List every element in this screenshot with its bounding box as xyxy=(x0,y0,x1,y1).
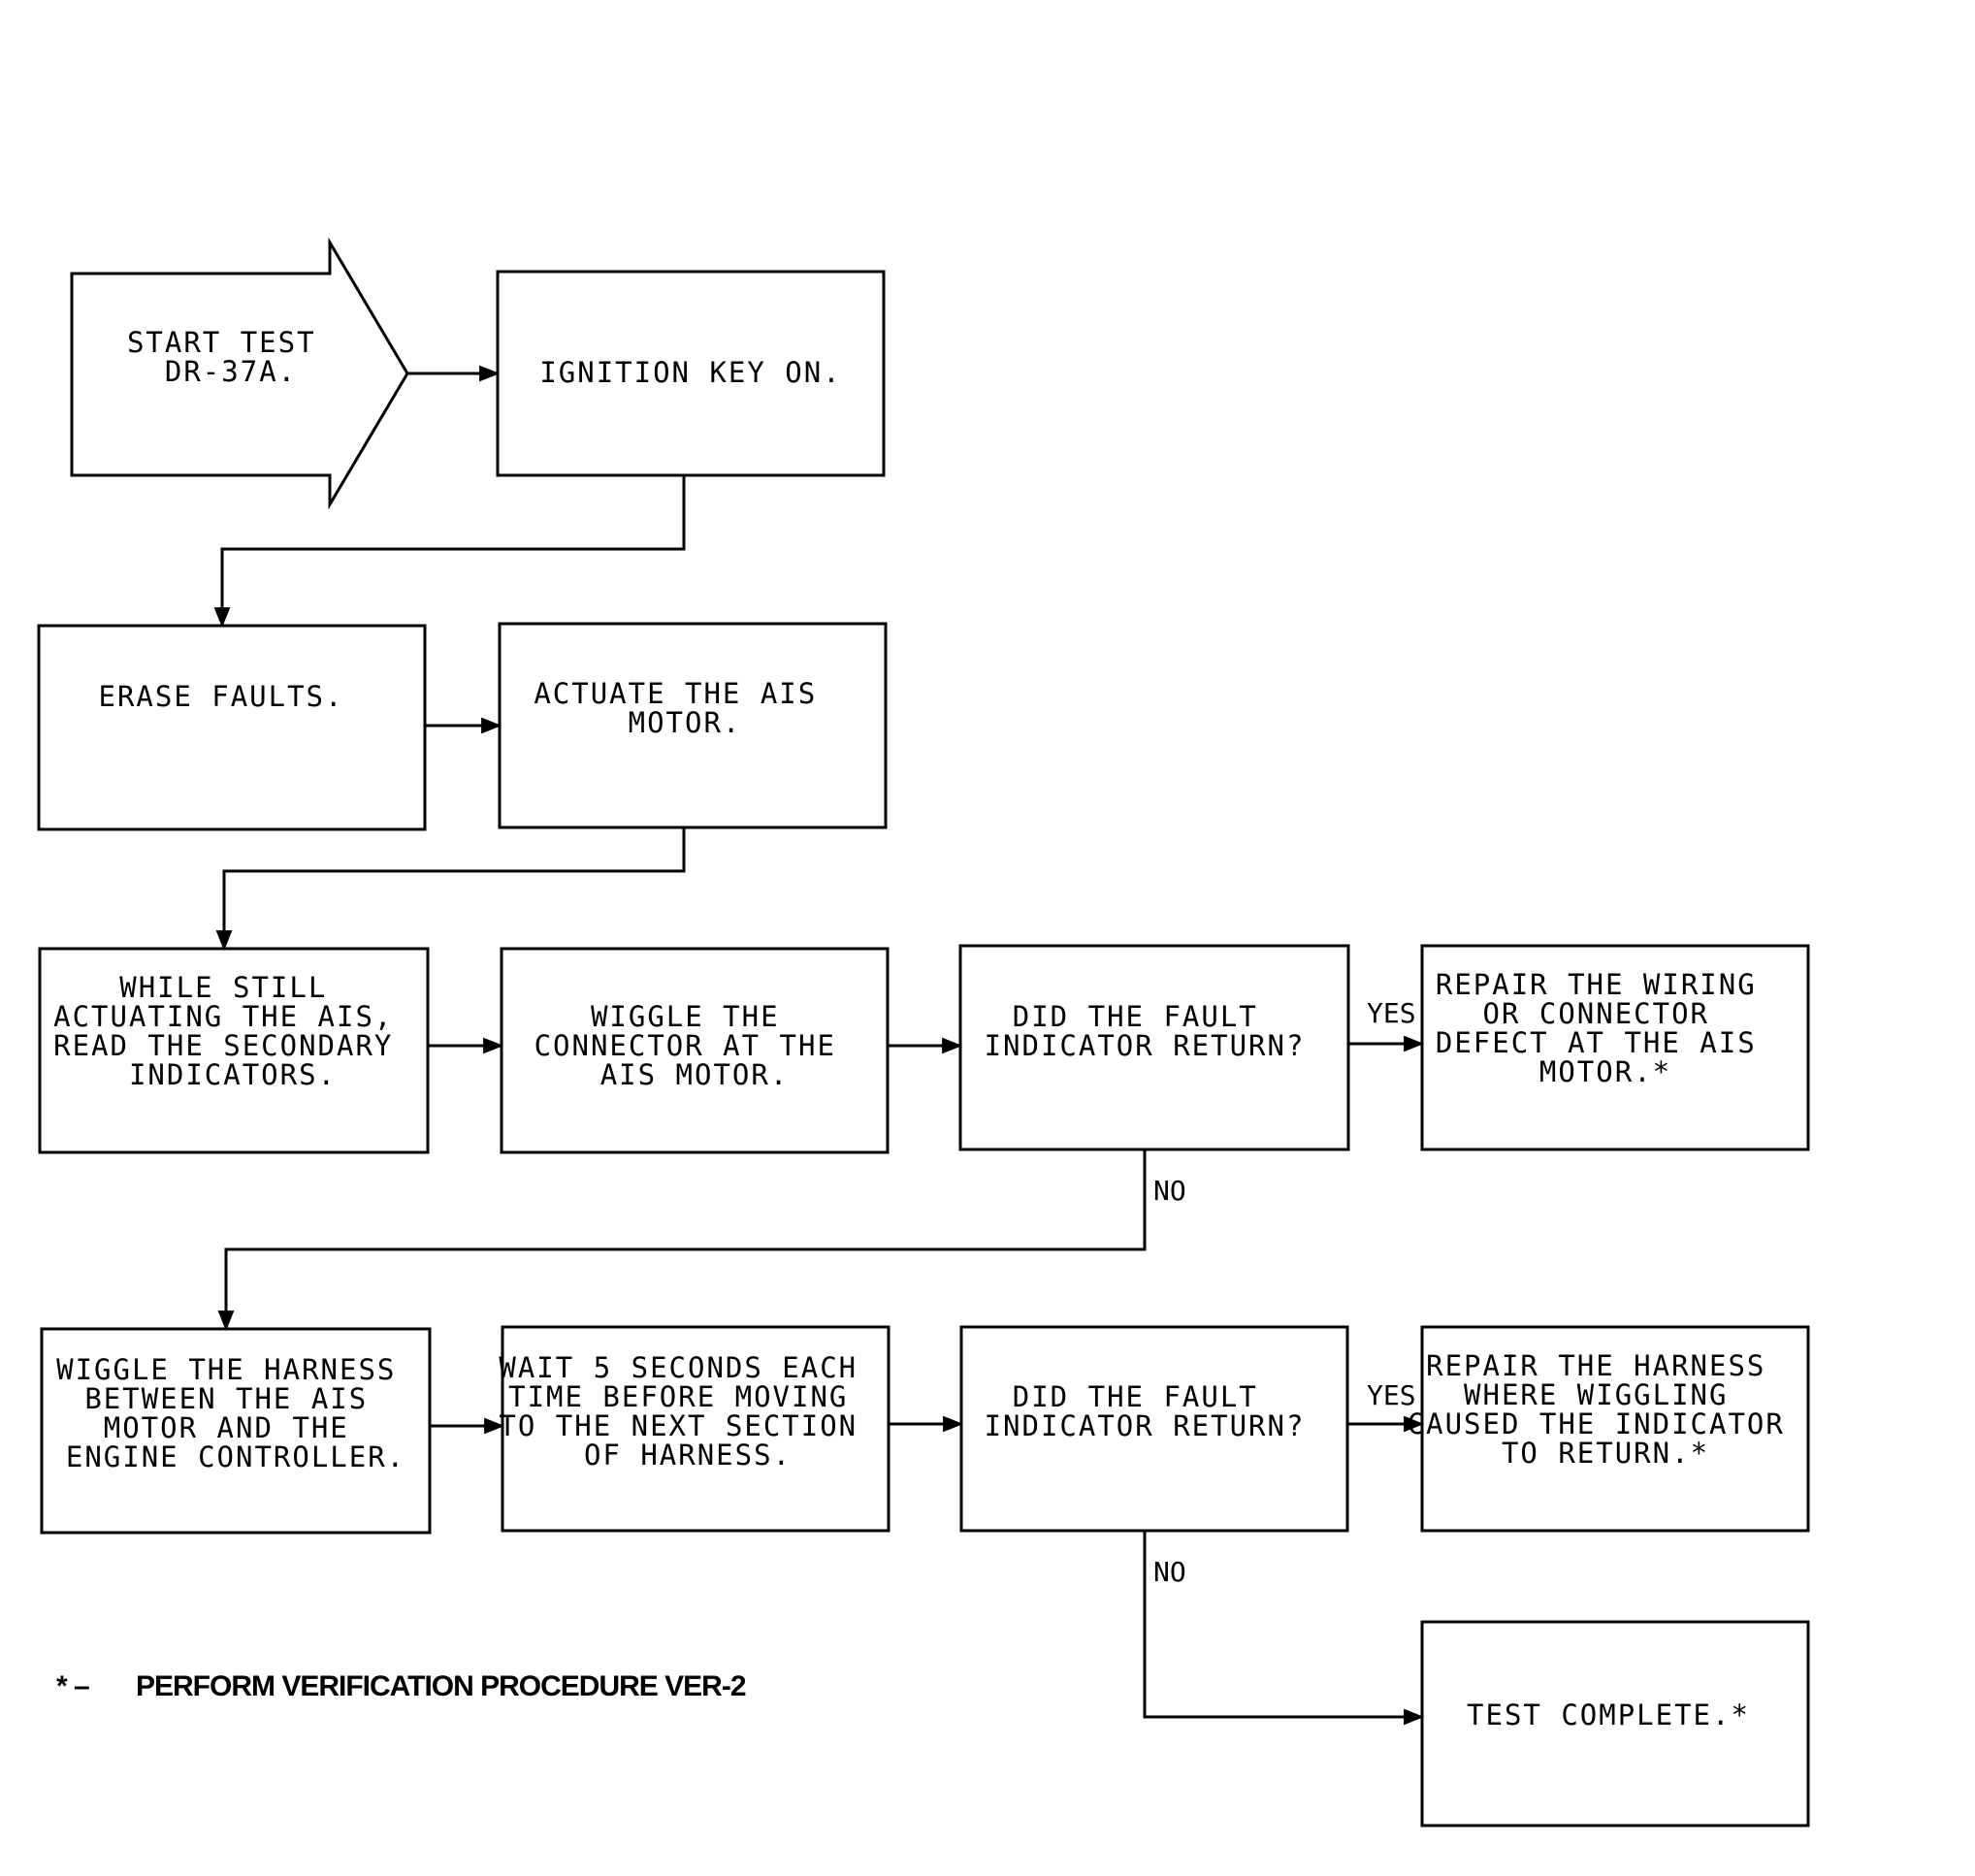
decision-1-no-label: NO xyxy=(1153,1175,1186,1207)
wiggle-harness-node: WIGGLE THE HARNESS BETWEEN THE AIS MOTOR… xyxy=(40,1327,432,1535)
ignition-node: IGNITION KEY ON. xyxy=(496,270,886,477)
erase-faults-node: ERASE FAULTS. xyxy=(37,624,427,831)
decision-2-yes-label: YES xyxy=(1367,1379,1416,1411)
wiggle-connector-node: WIGGLE THE CONNECTOR AT THE AIS MOTOR. xyxy=(500,947,890,1154)
test-complete-node: TEST COMPLETE.* xyxy=(1420,1620,1810,1827)
wiggle-connector-node-text: WIGGLE THE CONNECTOR AT THE AIS MOTOR. xyxy=(534,1000,856,1091)
actuate-ais-node: ACTUATE THE AIS MOTOR. xyxy=(498,622,888,829)
erase-faults-node-text: ERASE FAULTS. xyxy=(99,680,344,713)
repair-wiring-node: REPAIR THE WIRING OR CONNECTOR DEFECT AT… xyxy=(1420,944,1810,1151)
arrow-decision-1-no xyxy=(217,1149,1147,1332)
test-complete-node-text: TEST COMPLETE.* xyxy=(1467,1698,1750,1731)
decision-2-no-label: NO xyxy=(1153,1556,1186,1588)
footnote-text: PERFORM VERIFICATION PROCEDURE VER-2 xyxy=(136,1670,746,1702)
footnote-marker: * – xyxy=(56,1670,89,1702)
decision-1-node-text: DID THE FAULT INDICATOR RETURN? xyxy=(985,1000,1306,1062)
repair-harness-node-text: REPAIR THE HARNESS WHERE WIGGLING CAUSED… xyxy=(1408,1349,1804,1470)
actuate-ais-node-text: ACTUATE THE AIS MOTOR. xyxy=(534,677,835,739)
decision-1-node: DID THE FAULT INDICATOR RETURN? xyxy=(958,944,1350,1151)
read-secondary-node: WHILE STILL ACTUATING THE AIS, READ THE … xyxy=(38,947,430,1154)
arrow-decision-2-no xyxy=(1143,1531,1425,1726)
repair-harness-node: REPAIR THE HARNESS WHERE WIGGLING CAUSED… xyxy=(1408,1325,1810,1533)
ignition-node-text: IGNITION KEY ON. xyxy=(539,356,841,389)
arrow-ignition-to-erase xyxy=(213,475,686,629)
decision-2-node-text: DID THE FAULT INDICATOR RETURN? xyxy=(985,1380,1306,1442)
start-node-text: START TEST DR-37A. xyxy=(127,326,335,388)
wait-node-text: WAIT 5 SECONDS EACH TIME BEFORE MOVING T… xyxy=(499,1351,876,1472)
arrow-actuate-to-read xyxy=(215,827,686,952)
decision-2-node: DID THE FAULT INDICATOR RETURN? xyxy=(959,1325,1349,1533)
wait-node: WAIT 5 SECONDS EACH TIME BEFORE MOVING T… xyxy=(499,1325,890,1533)
decision-1-yes-label: YES xyxy=(1367,997,1416,1029)
read-secondary-node-text: WHILE STILL ACTUATING THE AIS, READ THE … xyxy=(53,971,412,1091)
repair-wiring-node-text: REPAIR THE WIRING OR CONNECTOR DEFECT AT… xyxy=(1436,968,1775,1088)
start-node: START TEST DR-37A. xyxy=(70,237,409,510)
wiggle-harness-node-text: WIGGLE THE HARNESS BETWEEN THE AIS MOTOR… xyxy=(56,1353,415,1473)
